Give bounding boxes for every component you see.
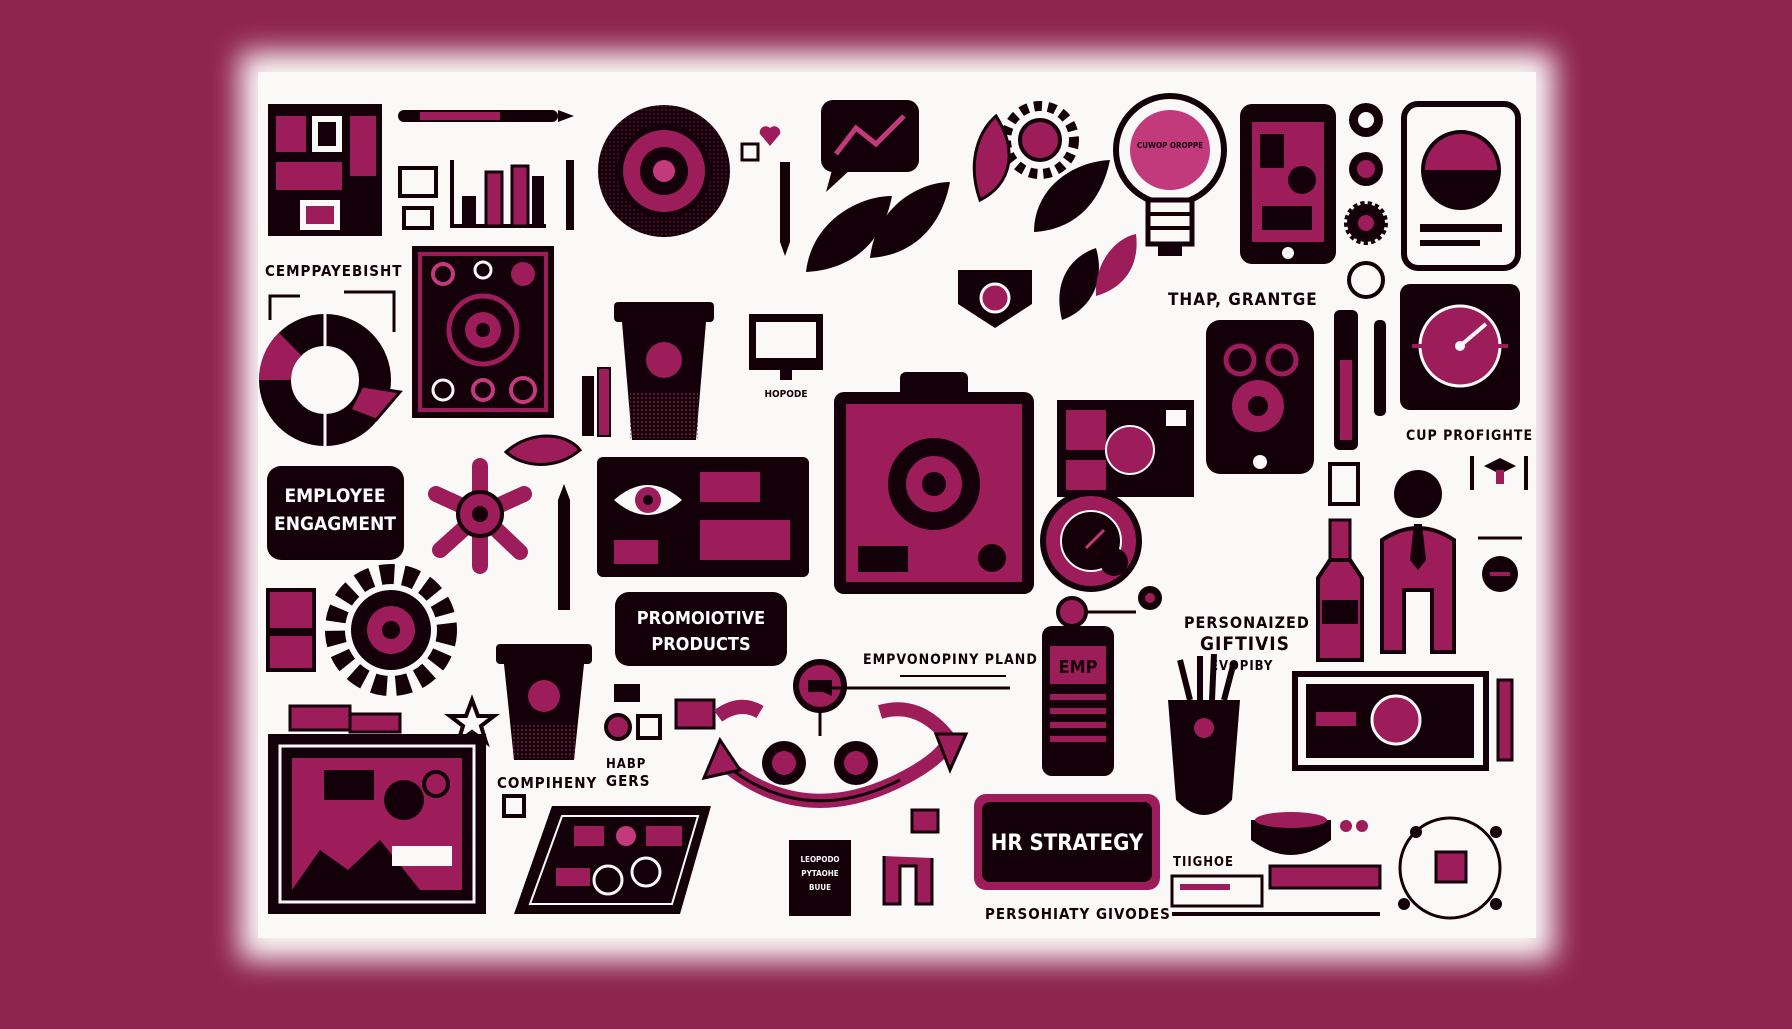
promotional-products-line2: PRODUCTS (651, 634, 750, 655)
label-personality-guides: PERSOHIATY GIVODES (985, 905, 1171, 923)
label-cup-profighte: CUP PROFIGHTE (1406, 428, 1533, 444)
tablet-pie-icon (1401, 101, 1521, 271)
leaf-icon (503, 113, 1137, 466)
smartphone-icon (1240, 104, 1336, 264)
coffee-cup-icon-2 (496, 644, 592, 760)
document-lines-icon (1170, 864, 1382, 916)
bowl-icon (1251, 812, 1368, 855)
label-company: COMPIHENY (497, 774, 597, 792)
building-icon (268, 104, 438, 236)
virus-network-icon (428, 458, 532, 574)
round-badges-icon (1344, 103, 1388, 299)
employee-engagement-line2: ENGAGMENT (274, 513, 396, 535)
graduation-cap-icon (1470, 456, 1528, 490)
marker-icon (1328, 310, 1386, 506)
monitor-caption: HOPODE (764, 389, 807, 400)
book-icon: LEOPODO PYTAOHE BUUE (789, 808, 940, 916)
lightbulb-icon: CUWOP OROPPE (1113, 93, 1227, 256)
label-top-left: CEMPPAYEBISHT (265, 262, 402, 280)
label-habp: HABP (606, 757, 646, 772)
chart-bubble-icon (821, 100, 919, 192)
pencil-set-icon (558, 367, 611, 610)
gear-icon (598, 105, 730, 237)
bottle-icon (1316, 518, 1364, 662)
book-line3: BUUE (809, 883, 831, 892)
businessman-icon (1380, 470, 1456, 654)
hr-strategy-text: HR STRATEGY (991, 831, 1144, 856)
label-personalized: PERSONAIZED (1184, 613, 1310, 632)
arrow-switch-icon (1478, 536, 1522, 762)
monitor-icon: HOPODE (749, 314, 823, 400)
book-line1: LEOPODO (800, 855, 839, 864)
phone-emp-text: EMP (1058, 657, 1097, 678)
eye-screen-icon (597, 457, 809, 577)
phone-emp-icon: EMP (1042, 626, 1114, 776)
bar-chart-icon (450, 160, 546, 228)
mini-icons (502, 684, 716, 818)
label-employee-plan: EMPVONOPINY PLAND (863, 652, 1038, 668)
coffee-cup-icon (614, 302, 714, 440)
label-thap-grantge: THAP, GRANTGE (1168, 290, 1318, 310)
pencil-cup-icon (1168, 653, 1240, 815)
promotional-products-badge: PROMOIOTIVE PRODUCTS (615, 592, 787, 666)
label-evopiby: EVOPIBY (1210, 659, 1273, 674)
gauge-icon (1040, 490, 1142, 592)
camera-phone-icon (1206, 320, 1314, 474)
shield-icon (958, 270, 1032, 328)
network-bag-icon (1398, 816, 1502, 920)
donut-cycle-icon (259, 290, 403, 446)
pencil-icon (566, 160, 790, 256)
hr-strategy-badge: HR STRATEGY (974, 794, 1160, 890)
label-giftivis: GIFTIVIS (1200, 633, 1290, 655)
connector-nodes-icon (1056, 548, 1162, 628)
book-line2: PYTAOHE (801, 869, 838, 878)
cog-icon (325, 564, 457, 696)
promotional-products-line1: PROMOIOTIVE (637, 608, 765, 629)
photo-frame-icon (268, 704, 486, 914)
employee-engagement-badge: EMPLOYEE ENGAGMENT (267, 466, 404, 560)
label-tiighoe: TIIGHOE (1173, 855, 1234, 870)
double-arrow-icon (814, 675, 1010, 696)
pen-icon (398, 110, 574, 122)
clipboard-icon (834, 372, 1034, 594)
photo-boxes-icon (266, 588, 316, 672)
target-board-icon (412, 246, 554, 418)
tilted-tablet-icon (514, 806, 711, 914)
sun-gear-icon (1001, 101, 1079, 179)
radar-icon (1400, 284, 1520, 410)
cycle-arrows-icon (701, 659, 969, 808)
dashboard-icon (1057, 400, 1194, 497)
lightbulb-text: CUWOP OROPPE (1137, 141, 1203, 150)
presentation-screen-icon (1292, 671, 1489, 771)
employee-engagement-line1: EMPLOYEE (284, 485, 385, 507)
label-gers: GERS (606, 772, 650, 790)
heart-icon (740, 126, 781, 162)
star-icon (444, 694, 500, 748)
